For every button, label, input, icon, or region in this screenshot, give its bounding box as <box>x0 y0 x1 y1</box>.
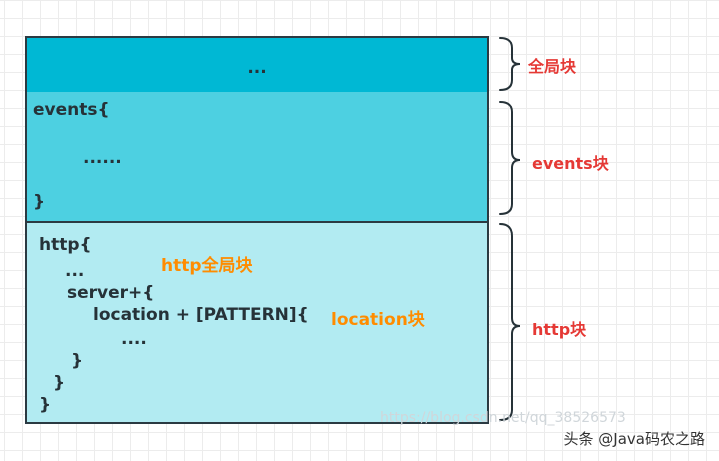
watermark: https://blog.csdn.net/qq_38526573 <box>380 410 626 426</box>
http-global-inner-label: http全局块 <box>161 256 253 276</box>
global-block-content: ... <box>247 58 267 78</box>
http-line: } <box>39 395 52 415</box>
events-brace-icon <box>499 101 521 215</box>
http-block-label: http块 <box>532 320 587 339</box>
http-line: .... <box>121 329 147 349</box>
http-block: http{ ... server+{ location + [PATTERN]{… <box>25 221 489 424</box>
events-block-label: events块 <box>532 154 609 173</box>
http-line: http{ <box>39 235 92 255</box>
http-line: } <box>53 373 66 393</box>
http-brace-icon <box>499 223 521 421</box>
events-close: } <box>33 192 46 212</box>
http-line: location + [PATTERN]{ <box>93 305 309 325</box>
http-line: server+{ <box>67 283 155 303</box>
events-body: ...... <box>83 148 122 168</box>
events-block: events{ ...... } <box>25 92 489 223</box>
http-line: } <box>71 351 84 371</box>
global-block: ... <box>25 36 489 94</box>
credit: 头条 @Java码农之路 <box>563 430 705 448</box>
location-inner-label: location块 <box>331 310 425 330</box>
global-block-label: 全局块 <box>528 57 577 76</box>
http-line: ... <box>65 261 85 281</box>
global-brace-icon <box>499 37 521 91</box>
events-open: events{ <box>33 100 110 120</box>
